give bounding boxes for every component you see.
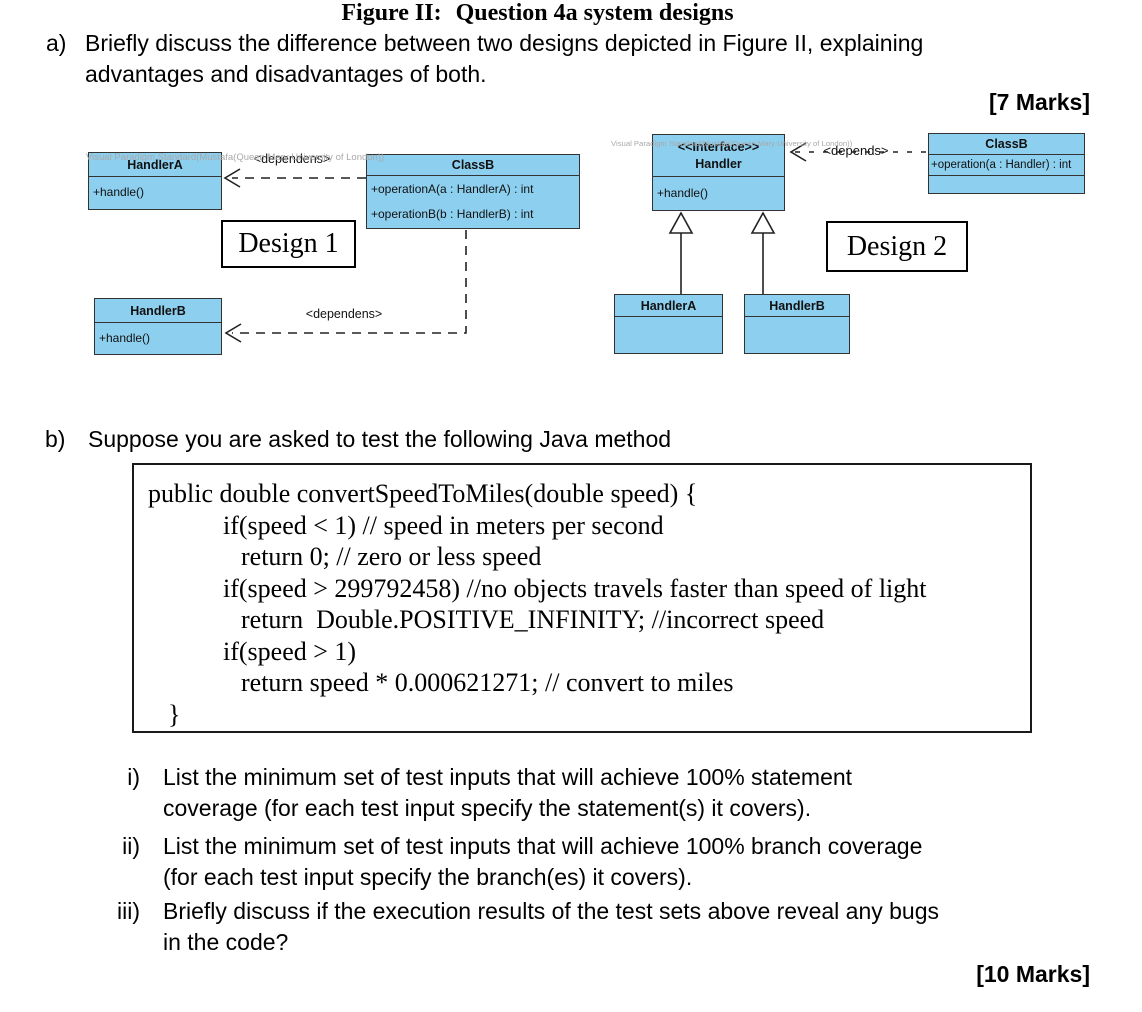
uml-class-member: +handle() [657, 185, 709, 200]
uml-class-handlera-d1: HandlerA +handle() [88, 152, 222, 210]
uml-class-member: +operation(a : Handler) : int [931, 159, 1072, 171]
dependency-label-bottom-d1: <dependens> [305, 307, 383, 321]
code-line: return Double.POSITIVE_INFINITY; //incor… [241, 605, 825, 634]
uml-class-title: ClassB [367, 155, 579, 176]
uml-class-title: ClassB [929, 134, 1084, 155]
figure-caption-number: Figure II: [341, 0, 442, 26]
uml-class-handlerb-d2: HandlerB [744, 294, 850, 354]
question-a-line1: Briefly discuss the difference between t… [85, 30, 924, 56]
sub-question-line: Briefly discuss if the execution results… [163, 898, 940, 924]
question-b-text: Suppose you are asked to test the follow… [88, 426, 672, 452]
sub-question-line: in the code? [163, 929, 289, 955]
figure-caption: Figure II: Question 4a system designs [0, 0, 1075, 27]
dependency-arrow-classb-handlera [223, 168, 366, 188]
visual-paradigm-watermark-design1: Visual Paradigm Standard(Mustafa(Queen M… [86, 152, 385, 163]
code-line: if(speed < 1) // speed in meters per sec… [223, 510, 664, 540]
code-line: } [168, 699, 181, 729]
sub-question-line: List the minimum set of test inputs that… [163, 833, 923, 859]
uml-class-handlera-d2: HandlerA [614, 294, 723, 354]
realization-arrow-handlera [668, 211, 694, 294]
code-line: public double convertSpeedToMiles(double… [148, 479, 698, 508]
uml-class-title: HandlerA [615, 295, 722, 317]
uml-interface-stereotype: <<Interface>> [677, 139, 760, 154]
java-code-block: public double convertSpeedToMiles(double… [132, 463, 1032, 733]
uml-class-handlerb-d1: HandlerB +handle() [94, 298, 222, 355]
code-line: if(speed > 1) [223, 636, 357, 666]
design1-label: Design 1 [221, 220, 356, 268]
uml-interface-title: Handler [695, 156, 742, 171]
sub-question-line: List the minimum set of test inputs that… [163, 764, 853, 790]
dependency-label-top-d1: <dependens> [253, 152, 331, 166]
design2-label: Design 2 [826, 221, 968, 272]
visual-paradigm-watermark-design2: Visual Paradigm Standard(Mustafa(Queen M… [611, 139, 853, 148]
marks-question-a: [7 Marks] [989, 89, 1090, 115]
uml-class-title: HandlerB [95, 299, 221, 323]
sub-question-line: (for each test input specify the branch(… [163, 864, 693, 890]
question-b-label: b) [45, 426, 66, 452]
sub-question-line: coverage (for each test input specify th… [163, 795, 812, 821]
question-a-label: a) [46, 30, 67, 56]
uml-class-member: +handle() [99, 330, 151, 345]
code-line: return 0; // zero or less speed [241, 542, 542, 571]
sub-question-label: ii) [122, 833, 140, 859]
sub-question-label: i) [127, 764, 140, 790]
question-a-line2: advantages and disadvantages of both. [85, 61, 487, 87]
uml-class-member: +handle() [93, 185, 145, 199]
uml-class-title: HandlerA [89, 153, 221, 177]
code-line: if(speed > 299792458) //no objects trave… [223, 573, 927, 603]
sub-question-label: iii) [117, 898, 140, 924]
dependency-label-d2: <depends> [823, 143, 889, 158]
uml-class-classb-d1: ClassB +operationA(a : HandlerA) : int +… [366, 154, 580, 229]
uml-interface-handler-d2: <<Interface>> Handler +handle() [652, 134, 785, 211]
uml-class-title: HandlerB [745, 295, 849, 317]
code-line: return speed * 0.000621271; // convert t… [241, 668, 734, 697]
uml-class-classb-d2: ClassB +operation(a : Handler) : int [928, 133, 1085, 194]
marks-question-b: [10 Marks] [976, 961, 1090, 987]
uml-empty-compartment [929, 175, 1084, 191]
uml-class-member: +operationB(b : HandlerB) : int [371, 206, 534, 221]
figure-caption-text: Question 4a system designs [455, 0, 734, 26]
realization-arrow-handlerb [750, 211, 776, 294]
uml-class-member: +operationA(a : HandlerA) : int [371, 181, 534, 196]
